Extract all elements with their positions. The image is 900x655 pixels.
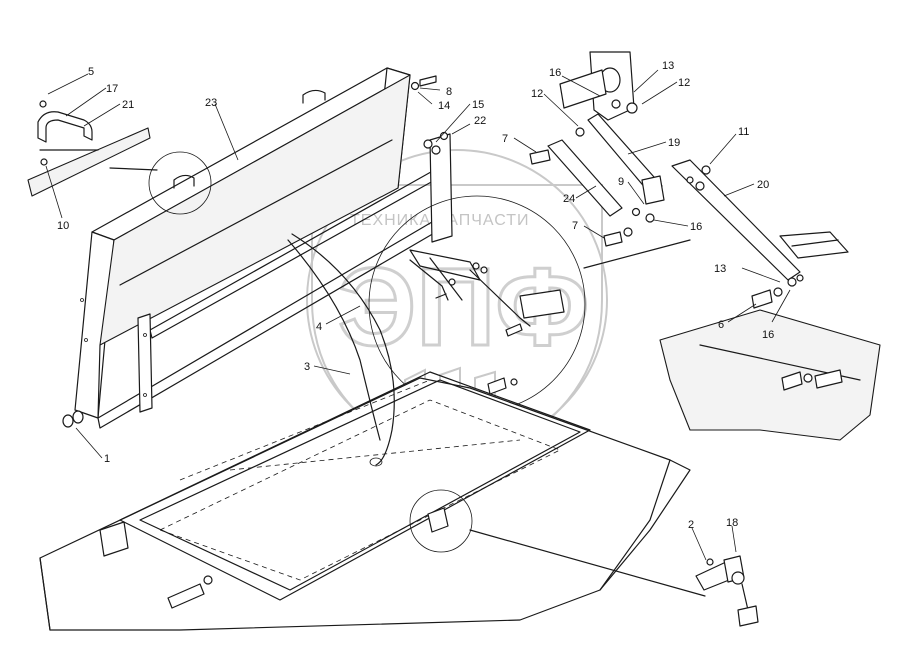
- callout-4: 4: [316, 321, 322, 333]
- callout-13-top: 13: [662, 60, 674, 72]
- callout-11: 11: [738, 126, 749, 138]
- callout-18: 18: [726, 517, 738, 529]
- callout-10: 10: [57, 220, 69, 232]
- top-bolts: [410, 75, 449, 155]
- callout-12-left: 12: [531, 88, 543, 100]
- callout-3: 3: [304, 361, 310, 373]
- leader-lines: [45, 69, 791, 561]
- callout-5: 5: [88, 66, 94, 78]
- hopper-body: [39, 371, 706, 631]
- washers-1: [62, 410, 84, 428]
- callout-6: 6: [718, 319, 724, 331]
- callout-1: 1: [104, 453, 110, 465]
- callout-16-bottom: 16: [762, 329, 774, 341]
- callout-23: 23: [205, 97, 217, 109]
- callout-13-bottom: 13: [714, 263, 726, 275]
- callout-17: 17: [106, 83, 118, 95]
- right-mount: [659, 309, 881, 441]
- callouts: 5 17 21 10 23 8 14 15 22 16 12 13 12 19 …: [57, 60, 774, 531]
- callout-12-right: 12: [678, 77, 690, 89]
- handle-detail: [27, 100, 212, 215]
- callout-16-mid: 16: [690, 221, 702, 233]
- cable-strap: [287, 233, 395, 467]
- callout-9: 9: [618, 176, 624, 188]
- callout-22: 22: [474, 115, 486, 127]
- callout-7-bottom: 7: [572, 220, 578, 232]
- lid-panel: [74, 67, 453, 429]
- link-assembly: [529, 51, 849, 309]
- callout-21: 21: [122, 99, 134, 111]
- latch-detail: [695, 555, 759, 627]
- callout-7-top: 7: [502, 133, 508, 145]
- callout-24: 24: [563, 193, 575, 205]
- strut-hinge-zoom: [368, 195, 691, 413]
- callout-20: 20: [757, 179, 769, 191]
- callout-16-top: 16: [549, 67, 561, 79]
- callout-2: 2: [688, 519, 694, 531]
- callout-8: 8: [446, 86, 452, 98]
- callout-14: 14: [438, 100, 450, 112]
- callout-15: 15: [472, 99, 484, 111]
- callout-19: 19: [668, 137, 680, 149]
